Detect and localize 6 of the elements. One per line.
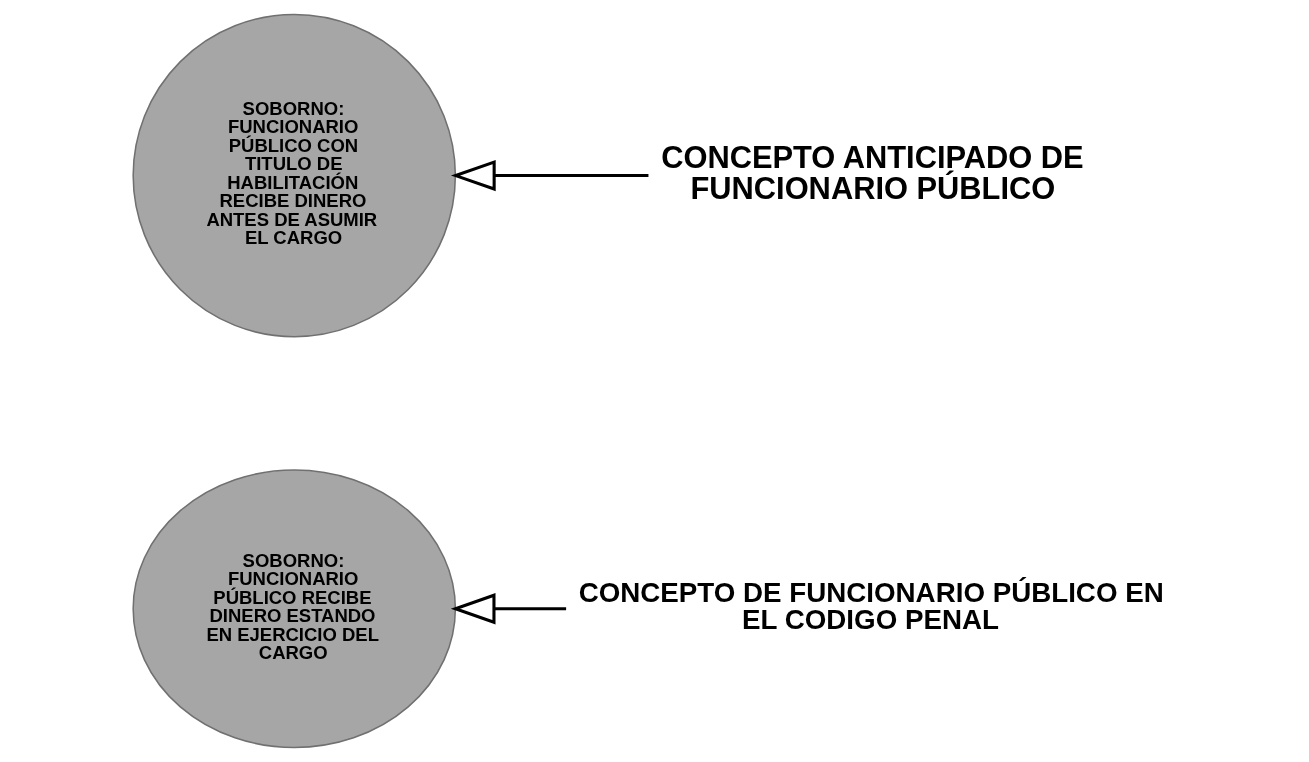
- arrow: [450, 159, 648, 192]
- node-text: CONCEPTO ANTICIPADO DE FUNCIONARIO PÚBLICO: [660, 139, 1084, 206]
- arrow: [450, 593, 566, 625]
- node-ellipse: SOBORNO: FUNCIONARIO PÚBLICO RECIBE DINERO ESTANDO EN EJERCICIO DEL CARGO: [131, 469, 456, 749]
- node-text: CONCEPTO DE FUNCIONARIO PÚBLICO EN EL CODIGO PENAL: [578, 576, 1164, 636]
- node-circle: SOBORNO: FUNCIONARIO PÚBLICO CON TITULO DE HABILITACIÓN RECIBE DINERO ANTES DE ASUMIR EL CARGO: [131, 13, 456, 338]
